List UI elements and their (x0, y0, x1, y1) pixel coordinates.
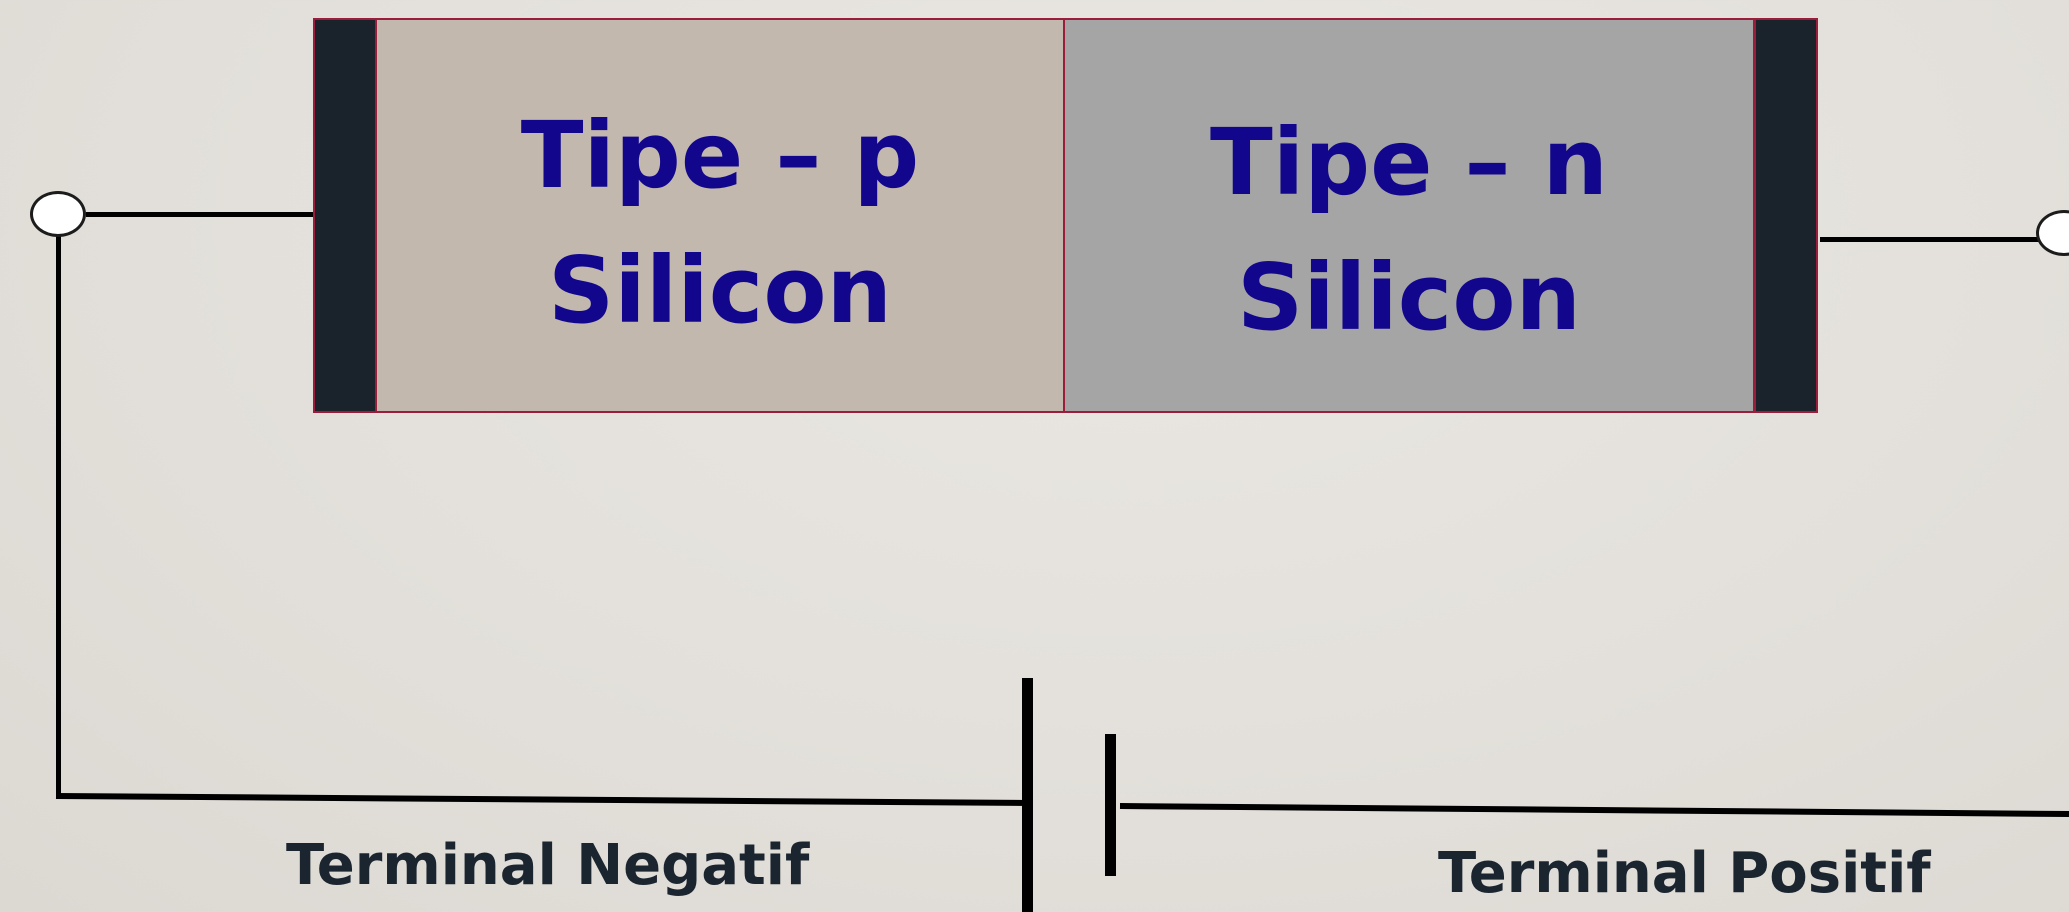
right-terminal-lead (1820, 237, 2050, 242)
left-terminal-node (30, 191, 86, 237)
battery-long-plate (1022, 678, 1033, 912)
p-region-line2: Silicon (547, 237, 893, 344)
negative-terminal-label: Terminal Negatif (286, 833, 810, 898)
n-type-region: Tipe – n Silicon (1063, 18, 1755, 413)
positive-terminal-label: Terminal Positif (1438, 841, 1931, 906)
p-region-line1: Tipe – p (520, 102, 920, 209)
right-electrode (1754, 18, 1818, 413)
left-electrode (313, 18, 377, 413)
left-terminal-lead (86, 212, 314, 217)
p-type-region: Tipe – p Silicon (375, 18, 1065, 413)
left-vertical-wire (56, 214, 61, 797)
n-region-line1: Tipe – n (1209, 109, 1609, 216)
n-region-line2: Silicon (1236, 244, 1582, 351)
battery-short-plate (1105, 734, 1116, 876)
